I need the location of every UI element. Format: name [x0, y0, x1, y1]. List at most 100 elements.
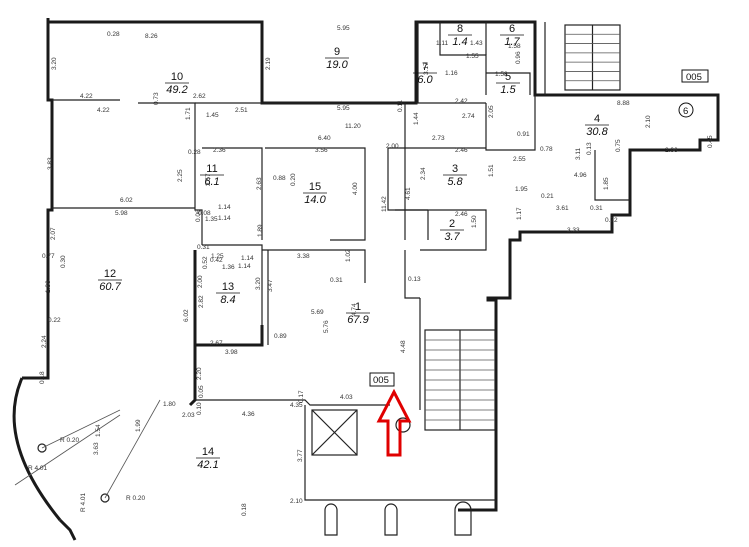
dimension-label: 0.10: [196, 402, 203, 415]
dimension-label: 1.50: [471, 215, 478, 228]
dimension-label: 3.38: [297, 253, 310, 260]
room-area-12: 60.7: [99, 281, 121, 293]
room-area-6: 1.7: [504, 36, 520, 48]
room-number-15: 15: [309, 181, 321, 193]
dimension-label: 2.57: [205, 173, 212, 186]
room-marker-6: 6: [678, 102, 694, 118]
dimension-label: 2.05: [488, 105, 495, 118]
dimension-label: 3.77: [297, 449, 304, 462]
dimension-label: 0.52: [202, 256, 209, 269]
dimension-label: 4.35: [290, 402, 303, 409]
room-area-13: 8.4: [220, 294, 235, 306]
dimension-label: 0.18: [39, 371, 46, 384]
dimension-label: 6.02: [120, 197, 133, 204]
dimension-label: 2.24: [41, 335, 48, 348]
dimension-label: R 4.01: [80, 492, 87, 512]
dimension-label: 2.73: [432, 135, 445, 142]
dimension-label: 1.14: [218, 204, 231, 211]
dimension-label: 2.51: [235, 107, 248, 114]
dimension-label: 3.61: [556, 205, 569, 212]
dimension-label: 1.16: [445, 70, 458, 77]
dimension-label: 0.13: [408, 276, 421, 283]
dimension-label: 0.72: [605, 217, 618, 224]
room-number-10: 10: [171, 71, 183, 83]
dimension-label: 2.20: [196, 367, 203, 380]
dimension-label: 0.11: [397, 99, 404, 112]
dimension-label: 3.33: [567, 227, 580, 234]
dimension-label: 3.20: [255, 277, 262, 290]
room-area-5: 1.5: [500, 84, 516, 96]
dimension-label: 3.17: [423, 62, 430, 75]
room-area-3: 5.8: [447, 176, 463, 188]
dimension-label: 2.46: [455, 211, 468, 218]
room-number-4: 4: [594, 113, 600, 125]
dimension-label: 2.00: [386, 143, 399, 150]
dimension-label: 0.13: [586, 142, 593, 155]
dimension-label: 0.21: [541, 193, 554, 200]
dimension-label: 2.74: [462, 113, 475, 120]
dimension-label: 0.88: [273, 175, 286, 182]
dimension-label: 0.31: [590, 205, 603, 212]
entrance-arrow: [376, 388, 412, 457]
dimension-label: 6.02: [183, 309, 190, 322]
dimension-label: 0.28: [107, 31, 120, 38]
dimension-label: 0.08: [198, 210, 211, 217]
dimension-label: 0.75: [615, 139, 622, 152]
room-number-9: 9: [334, 46, 340, 58]
room-marker-6-text: 6: [683, 106, 688, 117]
dimension-label: 2.96: [665, 147, 678, 154]
section-tag-005-center: 005: [369, 372, 395, 387]
dimension-label: 4.74: [351, 303, 358, 316]
room-number-11: 11: [206, 163, 217, 175]
room-number-5: 5: [505, 71, 511, 83]
dimension-label: R 0.20: [126, 495, 146, 502]
dimension-label: 5.95: [337, 105, 350, 112]
dimension-label: 4.96: [574, 172, 587, 179]
room-area-1: 67.9: [347, 314, 368, 326]
dimension-label: 0.73: [153, 92, 160, 105]
room-number-12: 12: [104, 268, 116, 280]
dimension-label: 0.42: [210, 257, 223, 264]
dimension-label: 0.22: [48, 317, 61, 324]
elevator-shaft: [311, 409, 358, 456]
dimension-label: 0.31: [197, 244, 210, 251]
dimension-label: 1.99: [135, 419, 142, 432]
dimension-label: 2.34: [420, 167, 427, 180]
dimension-label: 2.62: [193, 93, 206, 100]
room-number-8: 8: [457, 23, 463, 35]
dimension-label: 1.17: [516, 207, 523, 220]
dimension-label: 2.63: [256, 177, 263, 190]
dimension-label: 0.06: [195, 209, 202, 222]
dimension-label: 2.10: [645, 115, 652, 128]
dimension-label: 4.36: [242, 411, 255, 418]
dimension-label: 1.35: [205, 216, 218, 223]
dimension-label: 3.47: [267, 279, 274, 292]
dimension-label: 1.44: [413, 112, 420, 125]
dimension-label: 2.36: [213, 147, 226, 154]
dimension-label: 8.88: [617, 100, 630, 107]
dimension-label: 1.51: [488, 164, 495, 177]
dimension-label: 11.42: [381, 196, 388, 212]
dimension-label: 4.61: [405, 187, 412, 200]
dimension-label: 4.48: [400, 340, 407, 353]
room-area-2: 3.7: [444, 231, 460, 243]
dimension-label: 1.02: [345, 249, 352, 262]
room-number-6: 6: [509, 23, 515, 35]
dimension-label: 1.43: [470, 40, 483, 47]
room-area-8: 1.4: [452, 36, 467, 48]
dimension-label: 2.19: [265, 57, 272, 70]
room-area-7: 6.0: [417, 74, 433, 86]
dimension-label: 0.05: [198, 385, 205, 398]
dimension-label: 3.11: [575, 147, 582, 160]
dimension-label: 1.58: [508, 43, 521, 50]
dimension-label: 1.58: [495, 71, 508, 78]
dimension-label: 1.55: [466, 53, 479, 60]
dimension-label: 1.71: [185, 107, 192, 120]
dimension-label: 1.45: [206, 112, 219, 119]
dimension-label: 2.46: [455, 147, 468, 154]
room-number-13: 13: [222, 281, 234, 293]
dimension-label: 0.20: [290, 173, 297, 186]
